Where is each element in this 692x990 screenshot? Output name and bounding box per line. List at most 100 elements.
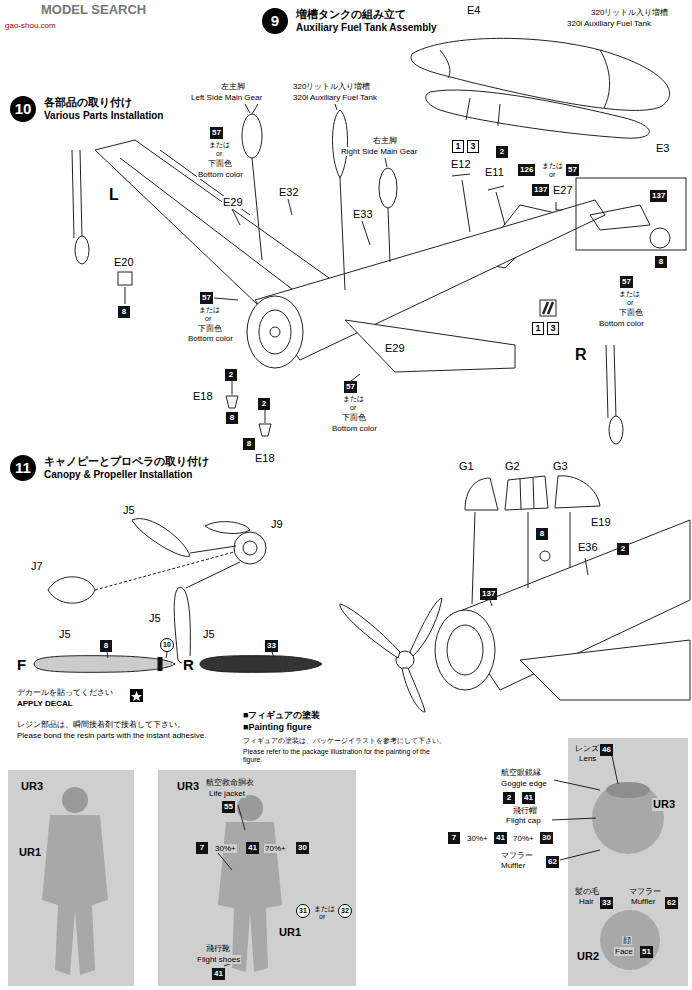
part-label: R [182,656,195,673]
node-text: 2 [227,369,235,381]
part-label: E12 [450,158,472,171]
canopy-drawing-part [447,625,483,675]
landing-gear-drawing-part [379,168,397,208]
node-text: 31 [297,905,309,917]
fuel-tank-drawing-part [466,98,500,126]
part-label: E3 [655,142,670,155]
node-text: 41 [248,842,257,854]
color-chip: 57 [200,292,213,304]
node-text: 7 [198,842,206,854]
color-chip: 57 [620,276,633,288]
part-label: UR2 [576,950,600,963]
node-text: 41 [496,832,505,844]
color-chip: 126 [518,164,535,176]
part-label: G3 [552,460,569,473]
part-label: 320l Auxiliary Fuel Tank [292,93,378,102]
figure-photo-part [158,770,356,986]
leader-lines-part [125,287,238,304]
part-label: E33 [352,208,374,221]
decal-icon-part [131,691,142,701]
part-label: or [318,913,326,921]
part-label: E29 [222,196,244,209]
part-label: G1 [458,460,475,473]
canopy-drawing-part [435,610,495,690]
part-label: E18 [192,390,214,403]
step-ref-box: 3 [547,322,559,335]
color-chip: 137 [650,190,667,202]
node-text: 55 [224,801,233,813]
marking-icon-part [540,300,556,316]
node-text: 8 [120,306,128,318]
part-label: Life jacket [208,789,246,798]
node-text: 8 [245,438,253,450]
node-text: 137 [534,184,547,196]
part-label: マフラー [500,851,534,860]
canopy-drawing-part [472,512,570,606]
part-label: 飛行靴 [205,944,231,953]
leader-lines-part [232,199,370,245]
part-label: 30%+ [214,844,237,853]
propeller-drawing-part [48,577,95,603]
part-label: 下面色 [207,159,233,168]
node-text: 8 [228,412,236,424]
node-text: 8 [657,256,665,268]
color-chip: 33 [265,640,278,652]
part-label: Bottom color [598,319,645,328]
figure-photo-part [568,880,688,986]
part-label: Bottom color [187,334,234,343]
part-label: UR3 [176,780,200,793]
propeller-drawing-part [186,546,240,588]
step-heading: 増槽タンクの組み立て [296,8,406,21]
part-label: または [342,395,365,403]
color-chip: 2 [503,792,515,804]
node-text: 62 [548,856,557,868]
canopy-drawing-part [465,478,498,510]
part-label: F [16,656,27,673]
part-label: R [574,346,588,364]
landing-gear-drawing-part [333,110,348,178]
node-text: 41 [214,968,223,980]
part-label: E18 [254,452,276,465]
figure-photo-part [552,756,618,860]
part-label: フィギュアの塗装は、パッケージイラストを参考にして下さい。 [242,737,447,745]
part-label: 下面色 [618,308,644,317]
node-text: 57 [202,292,211,304]
color-chip: 41 [246,842,259,854]
landing-gear-drawing-part [609,416,623,444]
landing-gear-drawing [72,104,686,444]
part-label: 航空救命胴衣 [205,778,255,787]
propeller-drawing-part [205,522,250,534]
node-text: 2 [505,792,513,804]
color-chip: 8 [100,640,112,652]
node-text: 33 [602,897,611,909]
color-chip: 8 [118,306,130,318]
canopy-drawing-part [402,668,425,712]
part-label: E19 [590,516,612,529]
canopy-drawing-part [410,598,442,656]
color-chip: 33 [600,897,613,909]
part-label: 320l Auxiliary Fuel Tank [566,19,652,28]
node-text: 57 [622,276,631,288]
node-text: 137 [652,190,665,202]
part-label: Please refer to the package illustration… [242,748,444,764]
leader-lines [118,104,562,436]
part-label: 30%+ [466,834,489,843]
propeller-drawing-part [95,552,234,590]
part-label: Flight shoes [196,955,241,964]
part-label: Hair [578,897,595,906]
node-text: 11 [10,455,36,481]
propeller-drawing-part [132,519,190,557]
part-label: レジン部品は、瞬間接着剤で接着して下さい。 [16,720,186,729]
part-label: or [349,404,357,412]
figure-photo-part [62,787,88,813]
blade-color-drawing-part [200,656,322,673]
part-label: マフラー [628,887,662,896]
step-heading: Canopy & Propeller Installation [44,469,192,481]
blade-color-drawing-part [158,657,163,671]
figure-photo-part [606,782,650,798]
node-text: 32 [339,905,351,917]
part-label: または [618,290,641,298]
part-label: or [204,315,212,323]
landing-gear-drawing-part [75,236,89,264]
